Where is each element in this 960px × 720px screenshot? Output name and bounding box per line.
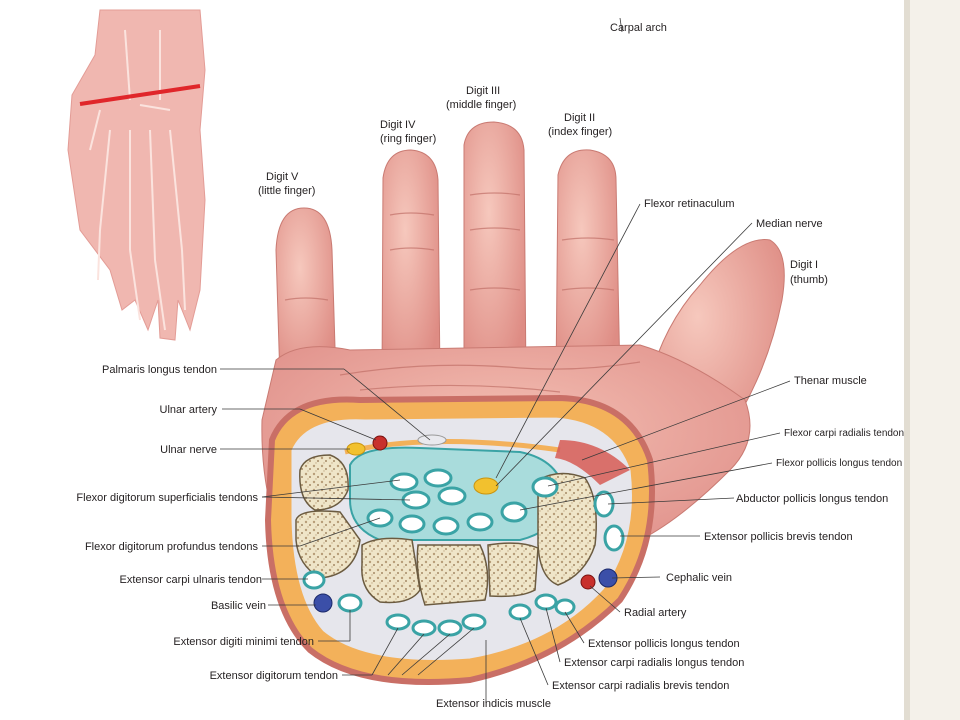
flexor-carpi-radialis-tendon-shape [531,476,559,498]
bone-capitate [416,544,489,606]
carpal-bones [295,454,597,606]
label-thumb: (thumb) [790,274,828,286]
flexor-pollicis-longus-tendon-shape [500,501,528,523]
label-digit-i: Digit I [790,259,818,271]
bone-hamate [361,537,421,604]
ulnar-artery-shape [372,435,388,451]
extensor-carpi-radialis-brevis-tendon-shape [508,603,532,621]
label-thenar-muscle: Thenar muscle [794,375,867,387]
basilic-vein-shape [313,593,333,613]
label-fdp-tendons: Flexor digitorum profundus tendons [85,541,259,553]
label-radial-artery: Radial artery [624,607,687,619]
label-flexor-retinaculum: Flexor retinaculum [644,198,734,210]
thenar-muscle-shape [555,440,630,485]
label-digit-ii: Digit II [564,112,595,124]
extensor-pollicis-longus-tendon-shape [554,598,576,616]
fds-tendon-2 [423,468,453,488]
label-ulnar-nerve: Ulnar nerve [160,444,217,456]
label-extensor-pollicis-longus: Extensor pollicis longus tendon [588,638,740,650]
extensor-pollicis-brevis-tendon-shape [603,524,625,552]
bone-pisiform [299,454,349,511]
inset-hand-illustration [67,9,206,341]
leader-lines [220,17,791,703]
label-extensor-carpi-radialis-brevis: Extensor carpi radialis brevis tendon [552,680,729,692]
label-extensor-carpi-ulnaris: Extensor carpi ulnaris tendon [120,574,262,586]
label-flexor-pollicis-longus: Flexor pollicis longus tendon [776,458,902,469]
label-basilic-vein: Basilic vein [211,600,266,612]
label-fds-tendons: Flexor digitorum superficialis tendons [76,492,258,504]
label-extensor-carpi-radialis-longus: Extensor carpi radialis longus tendon [564,657,744,669]
label-ulnar-artery: Ulnar artery [160,404,218,416]
fdp-tendon-3 [432,516,460,536]
middle-finger [463,121,527,381]
label-cephalic-vein: Cephalic vein [666,572,732,584]
extensor-digitorum-tendon-3 [437,619,463,637]
extensor-carpi-ulnaris-tendon-shape [302,570,326,590]
label-ring-finger: (ring finger) [380,133,436,145]
extensor-digitorum-tendon-2 [411,619,437,637]
bone-trapezoid [487,542,539,598]
extensor-digiti-minimi-tendon-shape [337,593,363,613]
label-carpal-arch: Carpal arch [610,22,667,34]
page-edge-fold [904,0,910,720]
index-finger [555,149,621,381]
label-extensor-digiti-minimi: Extensor digiti minimi tendon [173,636,314,648]
bone-trapezium [537,472,597,586]
ring-finger [381,149,441,381]
extensor-digitorum-tendon-1 [385,613,411,631]
label-index-finger: (index finger) [548,126,612,138]
extensor-carpi-radialis-longus-tendon-shape [534,593,558,611]
label-palmaris-longus: Palmaris longus tendon [102,364,217,376]
median-nerve-shape [473,477,499,495]
fdp-tendon-2 [398,514,426,534]
label-extensor-pollicis-brevis: Extensor pollicis brevis tendon [704,531,853,543]
palmaris-longus-tendon-shape [417,434,447,446]
radial-artery-shape [580,574,596,590]
label-middle-finger: (middle finger) [446,99,516,111]
fdp-tendon-4 [466,512,494,532]
labels: Carpal arch Digit III (middle finger) Di… [76,22,904,710]
label-digit-iii: Digit III [466,85,500,97]
little-finger [275,207,337,381]
label-flexor-carpi-radialis: Flexor carpi radialis tendon [784,428,904,439]
label-extensor-digitorum: Extensor digitorum tendon [210,670,338,682]
extensor-digitorum-tendon-4 [461,613,487,631]
label-digit-v: Digit V [266,171,299,183]
label-abductor-pollicis-longus: Abductor pollicis longus tendon [736,493,888,505]
finger-creases [284,192,641,393]
label-extensor-indicis: Extensor indicis muscle [436,698,551,710]
label-little-finger: (little finger) [258,185,315,197]
label-median-nerve: Median nerve [756,218,823,230]
bone-hamate-hook [295,510,361,579]
page-edge [908,0,960,720]
section-plane-line [79,84,201,106]
fds-tendon-4 [437,486,467,506]
fds-tendon-1 [389,472,419,492]
label-digit-iv: Digit IV [380,119,416,131]
wrist-cross-section [264,394,655,685]
